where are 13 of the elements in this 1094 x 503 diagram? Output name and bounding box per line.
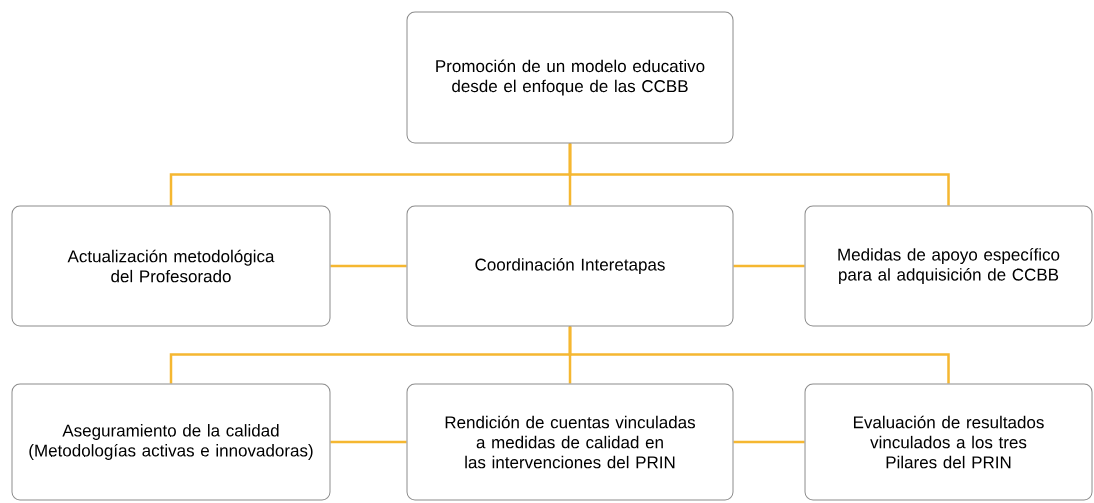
text-box: Aseguramiento de la calidad (Metodologías activas e innovadoras) [11,383,331,501]
text-box: Promoción de un modelo educativo desde el enfoque de las CCBB [406,11,734,144]
connector-line [568,143,950,206]
connector-line [733,440,805,444]
text-box: Rendición de cuentas vinculadas a medidas de calidad en las intervenciones del PRIN [406,383,734,501]
connector-line [330,440,407,444]
text-box: Actualización metodológica del Profesorado [11,205,331,327]
connector-line [733,264,805,268]
connector-line [330,264,407,268]
text-box: Coordinación Interetapas [406,205,734,327]
text-box: Medidas de apoyo específico para al adquisición de CCBB [804,205,1093,327]
connector-line [568,326,950,384]
text-box: Evaluación de resultados vinculados a los tres Pilares del PRIN [804,383,1093,501]
